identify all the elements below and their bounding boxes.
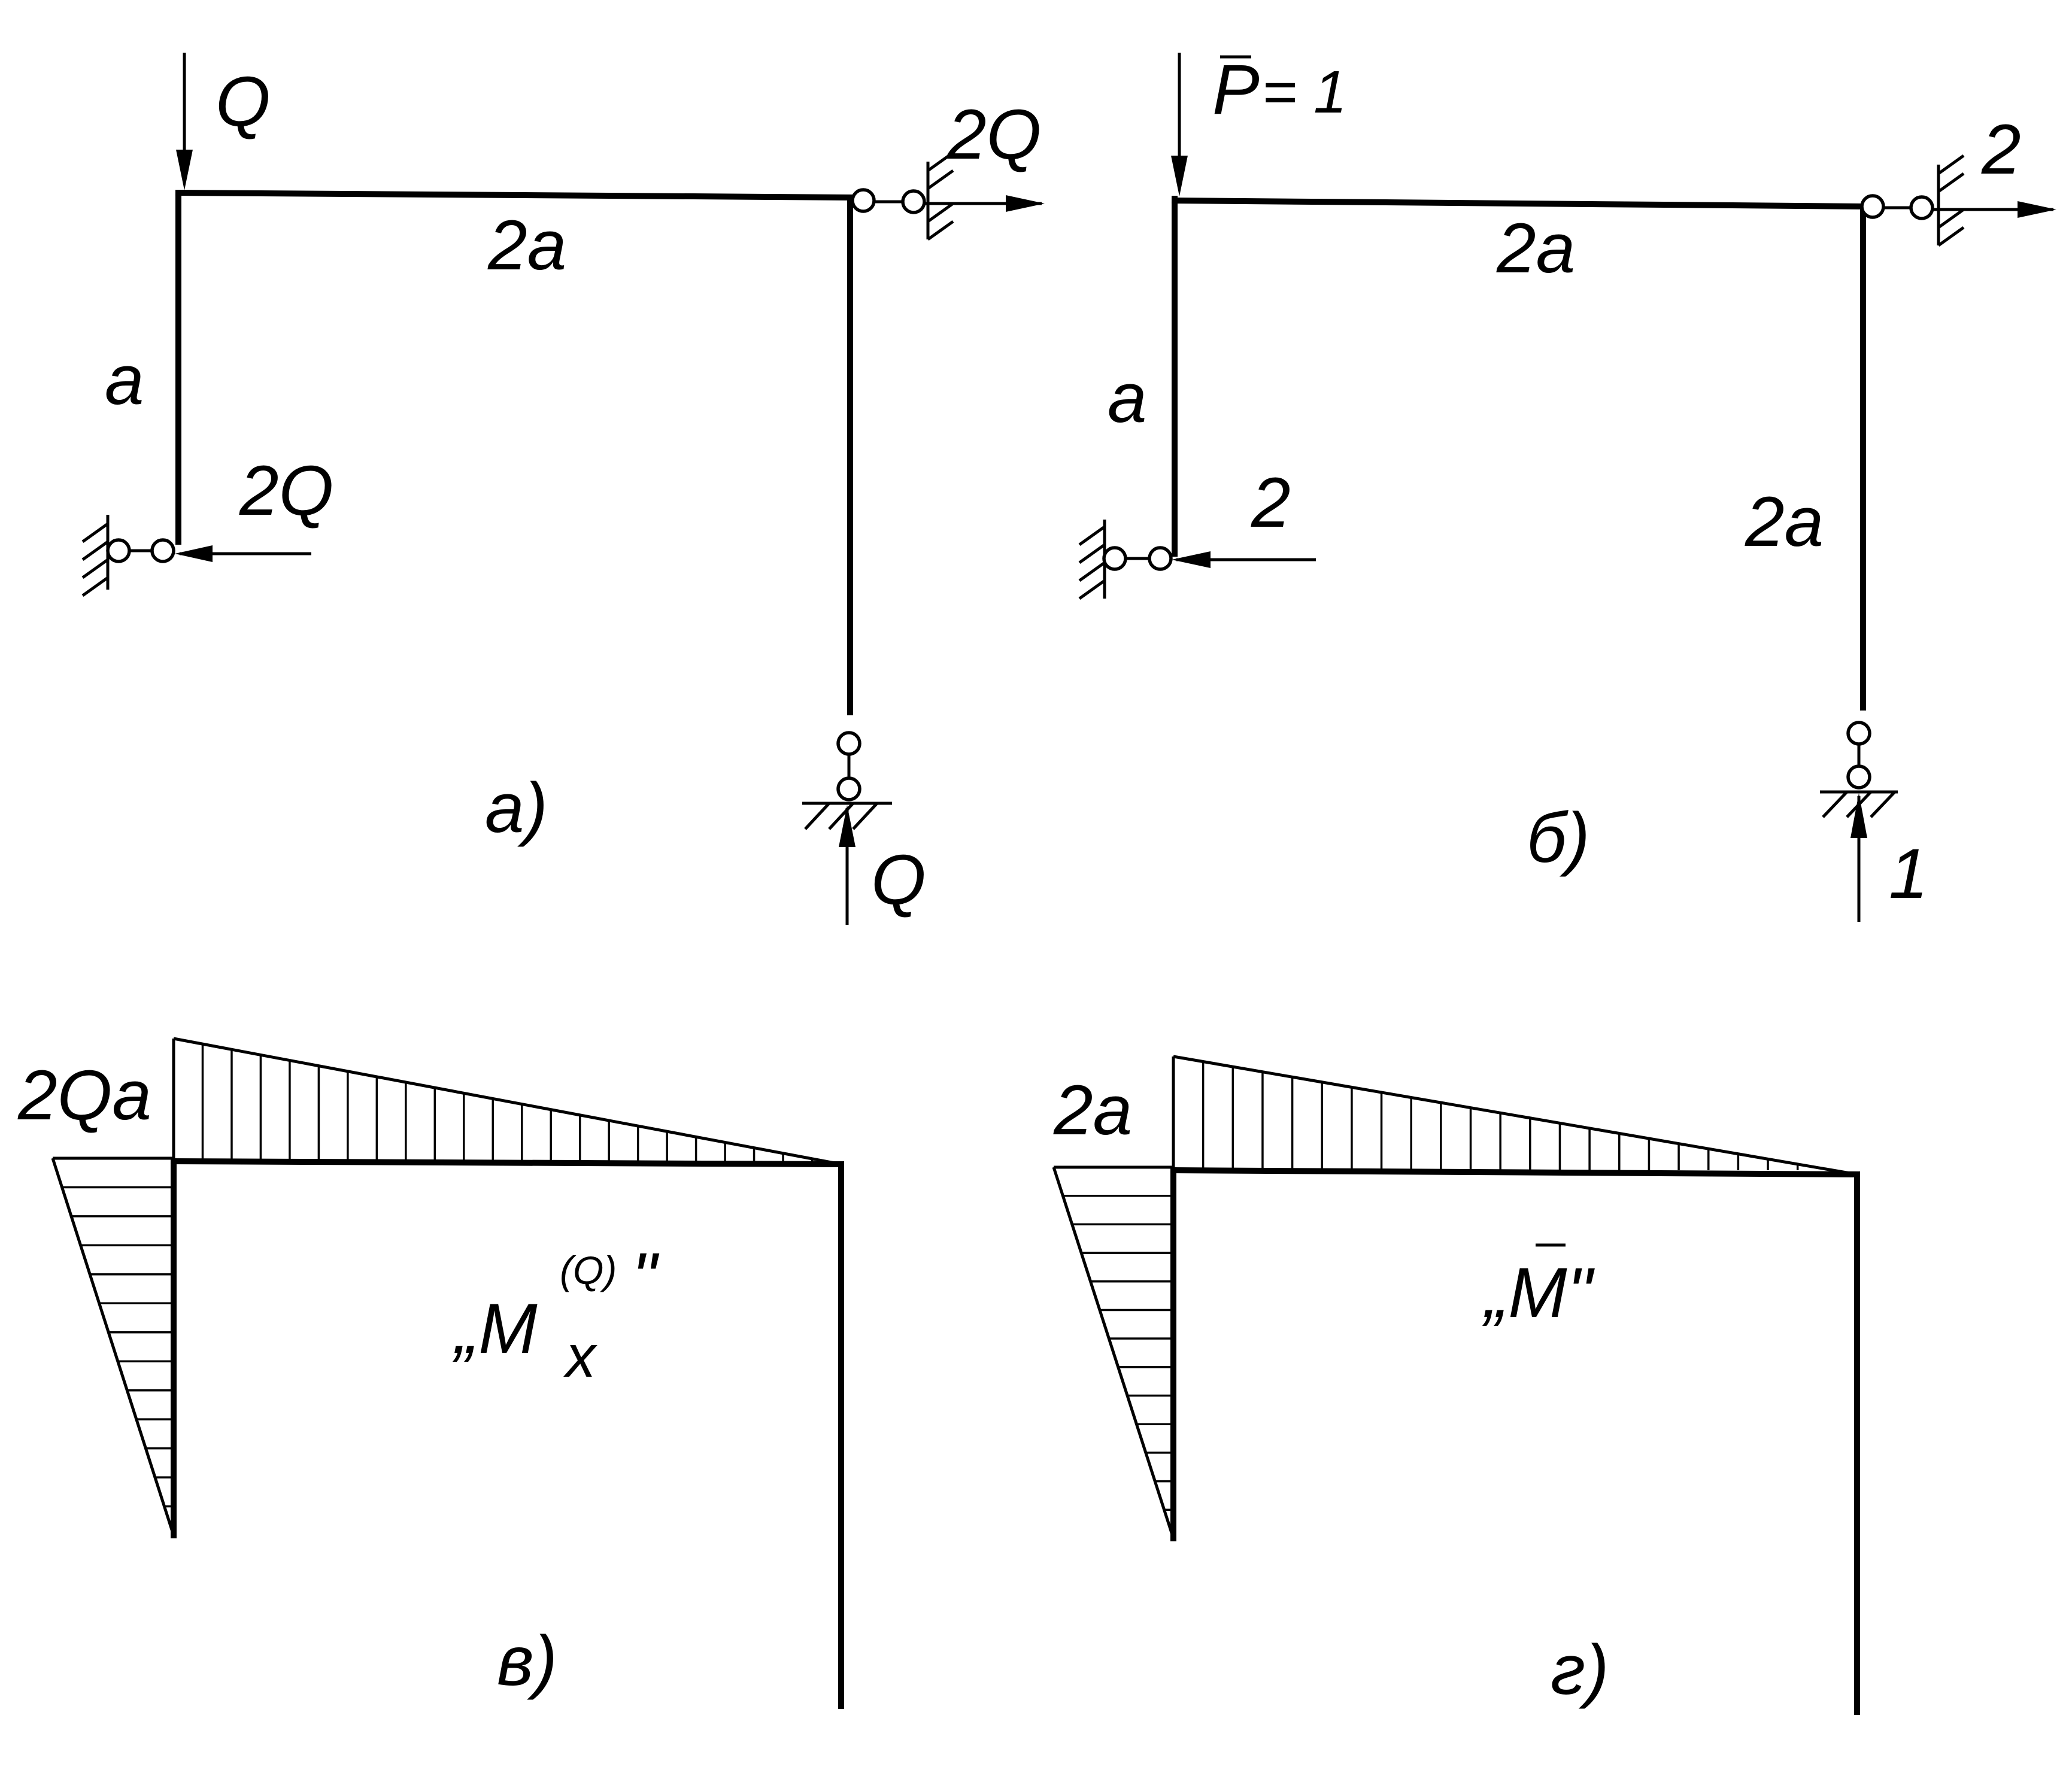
panel-c-ordinate-label: 2Qa — [17, 1056, 151, 1135]
panel-a-right-reaction-arrow — [925, 195, 1045, 212]
panel-d-beam-moment-diagram — [1172, 1055, 1858, 1176]
panel-c-diagram-prefix: „M — [452, 1289, 538, 1368]
panel-d: 2a „M" г) — [1052, 1055, 1861, 1715]
panel-c-frame — [170, 1158, 845, 1709]
panel-a-bottom-support — [802, 731, 892, 830]
panel-b-left-reaction-arrow — [1172, 551, 1316, 568]
panel-a-frame — [175, 189, 864, 715]
panel-d-column-moment-diagram — [1052, 1165, 1175, 1539]
panel-a-span-top-label: 2a — [487, 206, 566, 285]
panel-b-right-reaction-arrow — [1934, 201, 2056, 218]
panel-b-caption: б) — [1527, 799, 1590, 878]
panel-c-beam-moment-diagram — [172, 1037, 842, 1166]
panel-a-caption: a) — [485, 769, 548, 848]
panel-c-diagram-suffix: " — [632, 1238, 660, 1317]
panel-c-diagram-sub: x — [563, 1323, 597, 1390]
panel-b-bottom-reaction-arrow — [1850, 793, 1867, 922]
panel-b-right-reaction-label: 2 — [1981, 110, 2021, 189]
panel-b-frame — [1171, 196, 1873, 711]
panel-a-span-left-label: a — [105, 341, 144, 420]
panel-b-bottom-support — [1820, 721, 1898, 818]
panel-d-diagram-label: „M" — [1482, 1253, 1595, 1332]
panel-b-bottom-reaction-label: 1 — [1889, 834, 1928, 913]
panel-b-load-value: = 1 — [1262, 59, 1347, 126]
panel-a-load-arrow — [176, 53, 193, 190]
panel-a-right-support — [851, 151, 954, 241]
panel-b-load-symbol: P — [1212, 50, 1260, 129]
panel-d-frame — [1170, 1167, 1861, 1715]
panel-b-left-reaction-label: 2 — [1251, 463, 1291, 542]
panel-b-right-support — [1860, 154, 1965, 247]
panel-a-right-reaction-label: 2Q — [946, 95, 1041, 174]
panel-a-left-reaction-label: 2Q — [239, 451, 333, 530]
panel-b-span-left-label: a — [1108, 359, 1147, 438]
panel-a-bottom-reaction-arrow — [839, 805, 856, 925]
panel-c: 2Qa „M x (Q) " в) — [17, 1037, 845, 1709]
panel-b-left-support — [1078, 520, 1173, 600]
panel-b-load-arrow — [1171, 53, 1188, 196]
panel-c-column-moment-diagram — [51, 1156, 175, 1536]
panel-d-caption: г) — [1551, 1631, 1609, 1710]
panel-a-bottom-reaction-label: Q — [871, 840, 926, 919]
panel-b-span-right-label: 2a — [1745, 482, 1824, 561]
panel-a-left-support — [81, 515, 175, 597]
panel-a-left-reaction-arrow — [175, 545, 311, 562]
panel-c-diagram-title: „M x (Q) " — [452, 1238, 660, 1390]
panel-d-ordinate-label: 2a — [1053, 1071, 1132, 1150]
panel-b: P = 1 2a a 2a 2 — [1078, 50, 2056, 922]
panel-c-caption: в) — [497, 1622, 557, 1701]
panel-c-diagram-sup: (Q) — [560, 1248, 617, 1292]
panel-a-load-label: Q — [216, 62, 271, 141]
panel-b-span-top-label: 2a — [1496, 209, 1575, 288]
panel-a: Q 2a a 2Q — [81, 53, 1045, 925]
